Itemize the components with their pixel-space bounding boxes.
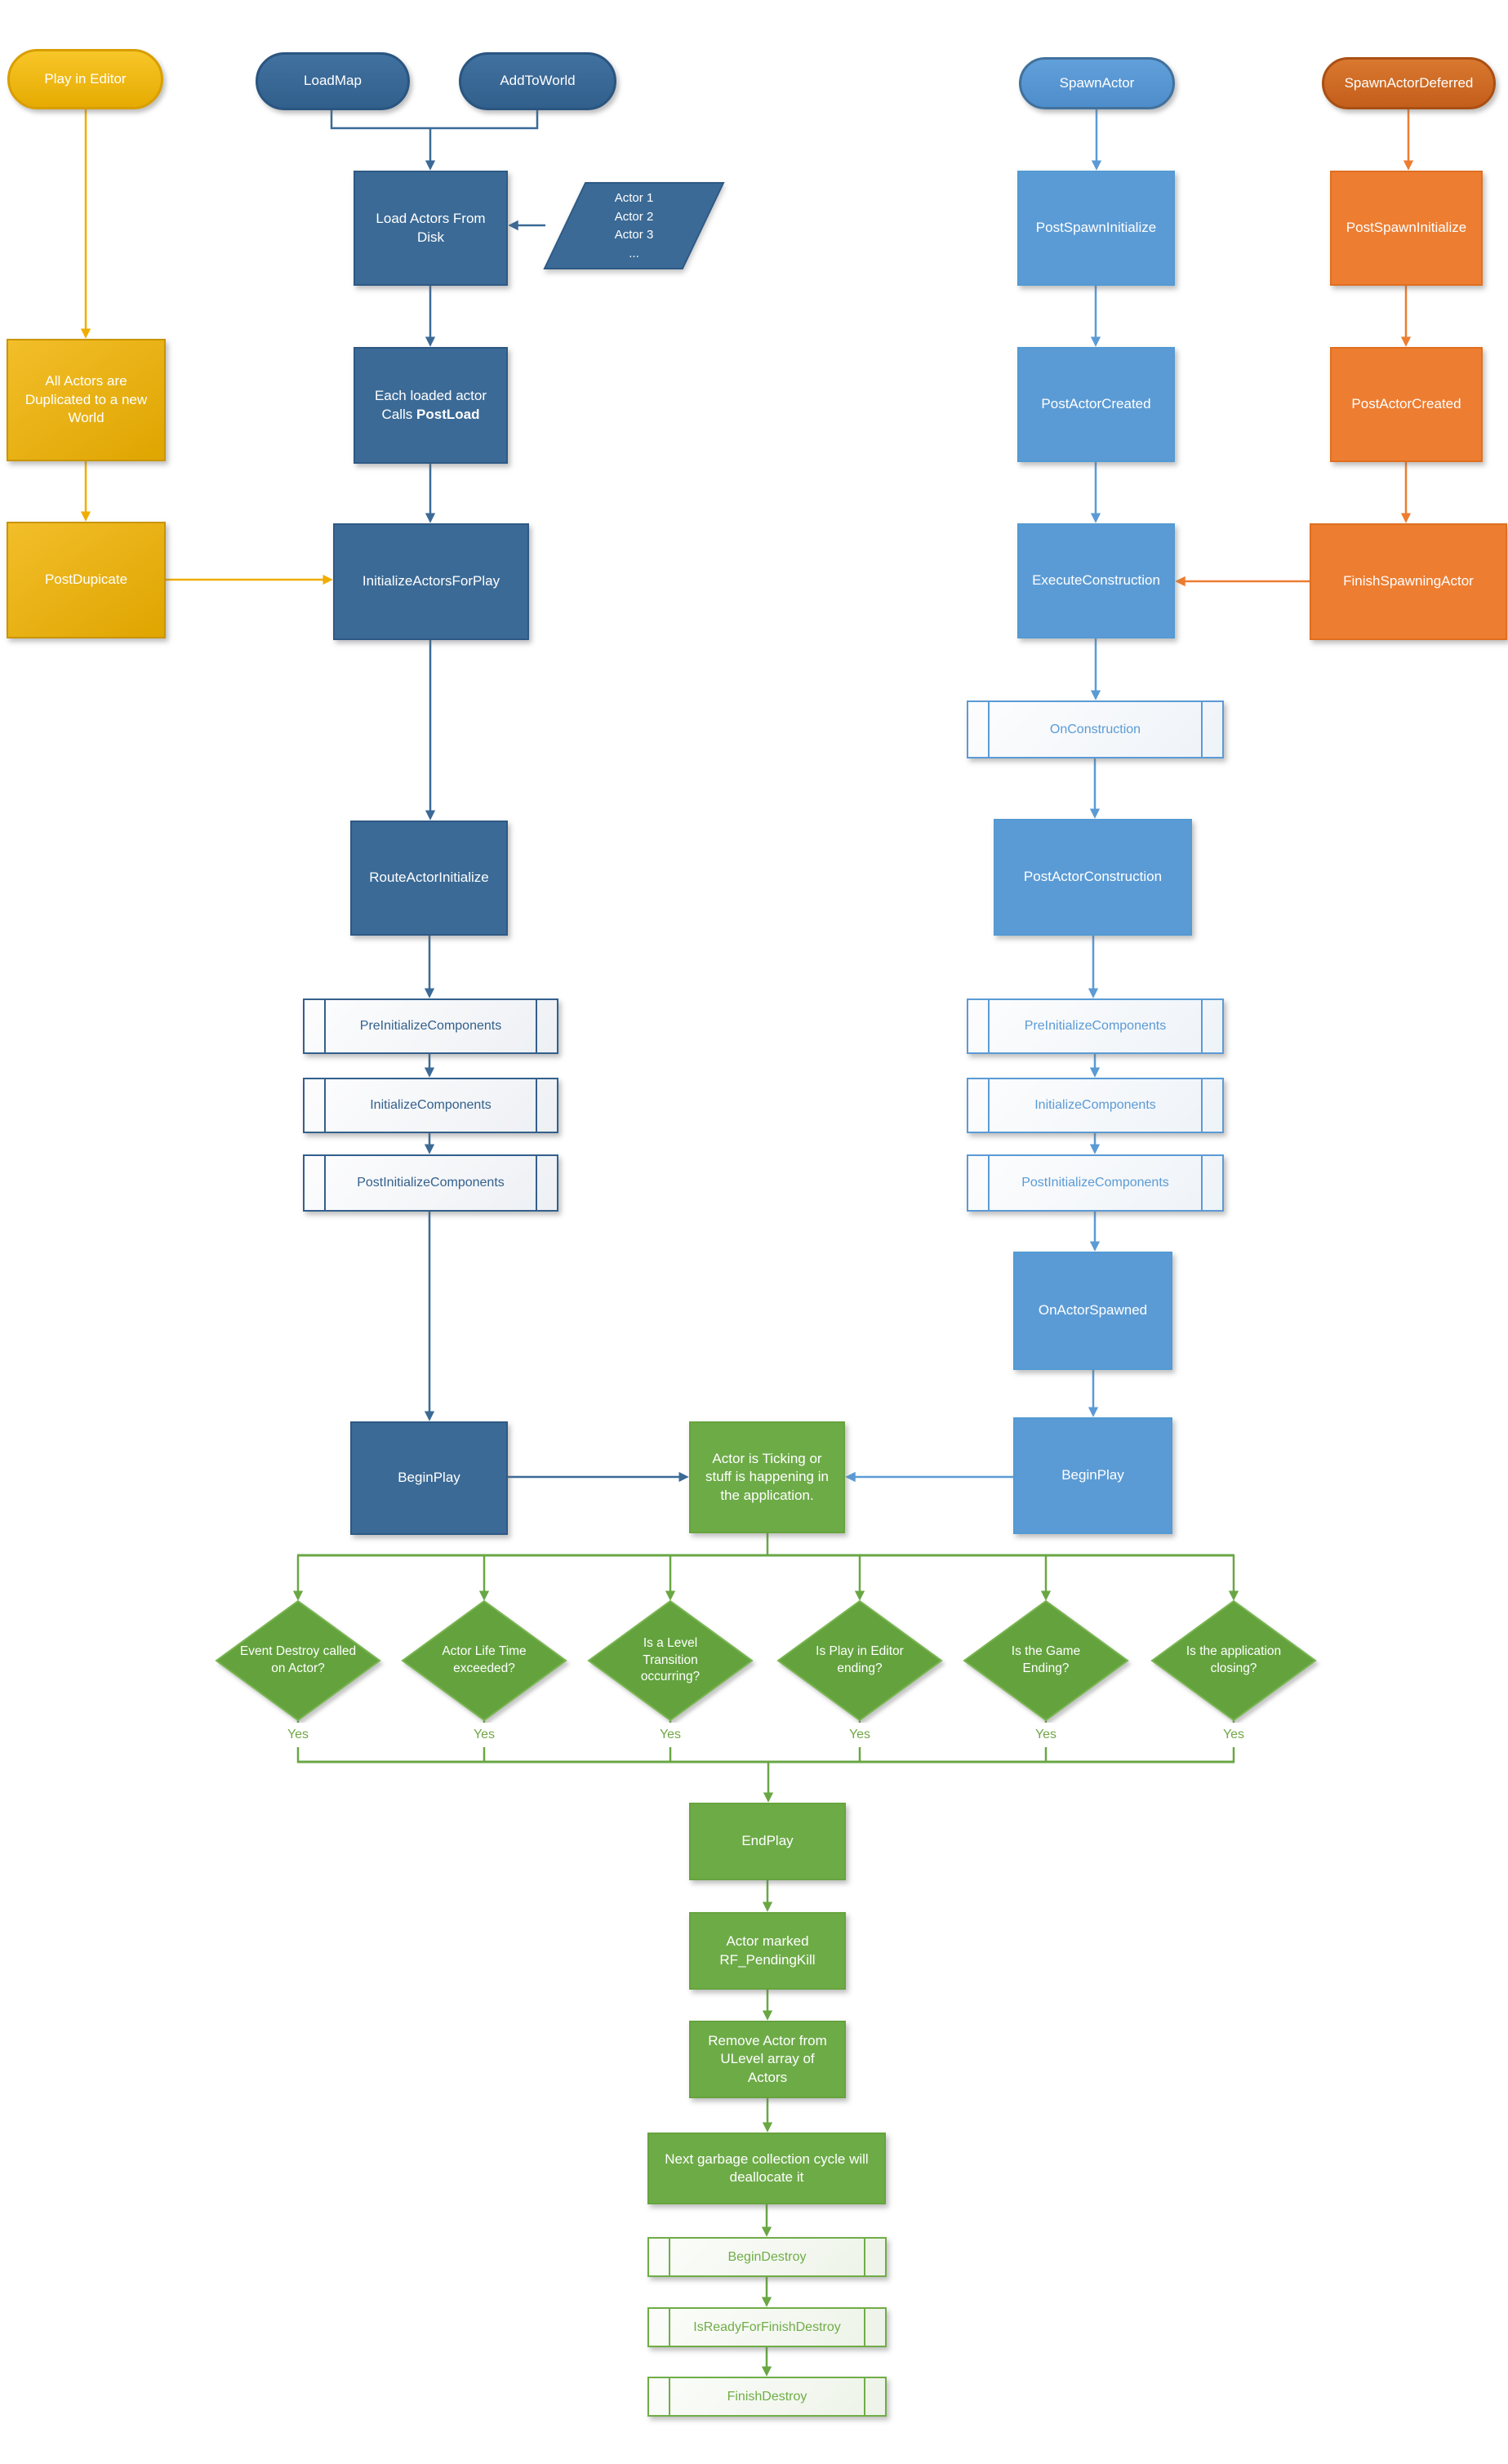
- subroutine-initialize-components-right: InitializeComponents: [967, 1078, 1224, 1133]
- decision-pie-ending-label: Is Play in Editor ending?: [816, 1644, 904, 1675]
- node-on-actor-spawned: OnActorSpawned: [1013, 1252, 1172, 1370]
- yes-label-2: Yes: [461, 1723, 507, 1747]
- decision-diamonds: [215, 1599, 1317, 1722]
- node-post-spawn-initialize-orange: PostSpawnInitialize: [1330, 171, 1483, 286]
- node-post-dupicate: PostDupicate: [7, 522, 166, 638]
- node-load-actors-from-disk: Load Actors From Disk: [354, 171, 508, 286]
- dark-blue-edges: [330, 110, 689, 1483]
- node-initialize-actors-for-play: InitializeActorsForPlay: [333, 523, 529, 640]
- decision-application-closing-label: Is the application closing?: [1185, 1644, 1282, 1675]
- light-blue-edges: [845, 109, 1102, 1483]
- node-route-actor-initialize: RouteActorInitialize: [350, 821, 508, 936]
- yes-label-6: Yes: [1211, 1723, 1257, 1747]
- subroutine-post-initialize-components-right: PostInitializeComponents: [967, 1154, 1224, 1212]
- node-remove-actor-from-ulevel: Remove Actor from ULevel array of Actors: [689, 2021, 846, 2098]
- node-actor-ticking: Actor is Ticking or stuff is happening i…: [689, 1421, 845, 1533]
- node-post-spawn-initialize-blue: PostSpawnInitialize: [1017, 171, 1175, 286]
- subroutine-pre-initialize-components-left: PreInitializeComponents: [303, 998, 558, 1054]
- diamond-event-destroy: [215, 1599, 381, 1722]
- orange-edges: [1175, 109, 1414, 587]
- yes-label-3: Yes: [647, 1723, 693, 1747]
- each-loaded-actor-text: Each loaded actor Calls PostLoad: [374, 388, 487, 422]
- node-finish-spawning-actor: FinishSpawningActor: [1310, 523, 1507, 640]
- diamond-pie-ending: [776, 1599, 943, 1722]
- diamond-lifetime-exceeded: [401, 1599, 567, 1722]
- subroutine-post-initialize-components-left: PostInitializeComponents: [303, 1154, 558, 1212]
- subroutine-begin-destroy: BeginDestroy: [647, 2237, 887, 2277]
- decision-lifetime-exceeded-label: Actor Life Time exceeded?: [442, 1644, 527, 1675]
- node-execute-construction: ExecuteConstruction: [1017, 523, 1175, 638]
- node-each-loaded-actor-postload: Each loaded actor Calls PostLoad: [354, 347, 508, 464]
- yes-label-1: Yes: [275, 1723, 321, 1747]
- node-post-actor-created-blue: PostActorCreated: [1017, 347, 1175, 462]
- node-play-in-editor: Play in Editor: [7, 49, 163, 109]
- diamond-application-closing: [1150, 1599, 1317, 1722]
- subroutine-is-ready-for-finish-destroy: IsReadyForFinishDestroy: [647, 2307, 887, 2347]
- node-begin-play-left: BeginPlay: [350, 1421, 508, 1535]
- node-post-actor-construction: PostActorConstruction: [994, 819, 1192, 936]
- node-spawn-actor-deferred: SpawnActorDeferred: [1322, 57, 1496, 109]
- diamond-game-ending: [963, 1599, 1129, 1722]
- node-spawn-actor: SpawnActor: [1019, 57, 1175, 109]
- node-load-map: LoadMap: [256, 52, 410, 110]
- yes-label-5: Yes: [1023, 1723, 1069, 1747]
- node-all-actors-duplicated: All Actors are Duplicated to a new World: [7, 339, 166, 461]
- subroutine-initialize-components-left: InitializeComponents: [303, 1078, 558, 1133]
- node-add-to-world: AddToWorld: [459, 52, 616, 110]
- decision-game-ending-label: Is the Game Ending?: [1011, 1644, 1081, 1675]
- subroutine-pre-initialize-components-right: PreInitializeComponents: [967, 998, 1224, 1054]
- yes-label-4: Yes: [837, 1723, 883, 1747]
- subroutine-on-construction: OnConstruction: [967, 701, 1224, 758]
- diamond-level-transition: [587, 1599, 754, 1722]
- node-end-play: EndPlay: [689, 1803, 846, 1880]
- actor-list-text: Actor 1 Actor 2 Actor 3 ...: [614, 190, 654, 260]
- node-actor-marked-pending-kill: Actor marked RF_PendingKill: [689, 1912, 846, 1990]
- decision-level-transition-label: Is a Level Transition occurring?: [640, 1635, 701, 1684]
- node-begin-play-right: BeginPlay: [1013, 1417, 1172, 1534]
- node-next-gc-cycle: Next garbage collection cycle will deall…: [647, 2133, 886, 2204]
- green-edges: [292, 1533, 1239, 2377]
- subroutine-finish-destroy: FinishDestroy: [647, 2377, 887, 2417]
- node-post-actor-created-orange: PostActorCreated: [1330, 347, 1483, 462]
- gold-edges: [80, 109, 333, 585]
- decision-event-destroy-label: Event Destroy called on Actor?: [239, 1644, 357, 1675]
